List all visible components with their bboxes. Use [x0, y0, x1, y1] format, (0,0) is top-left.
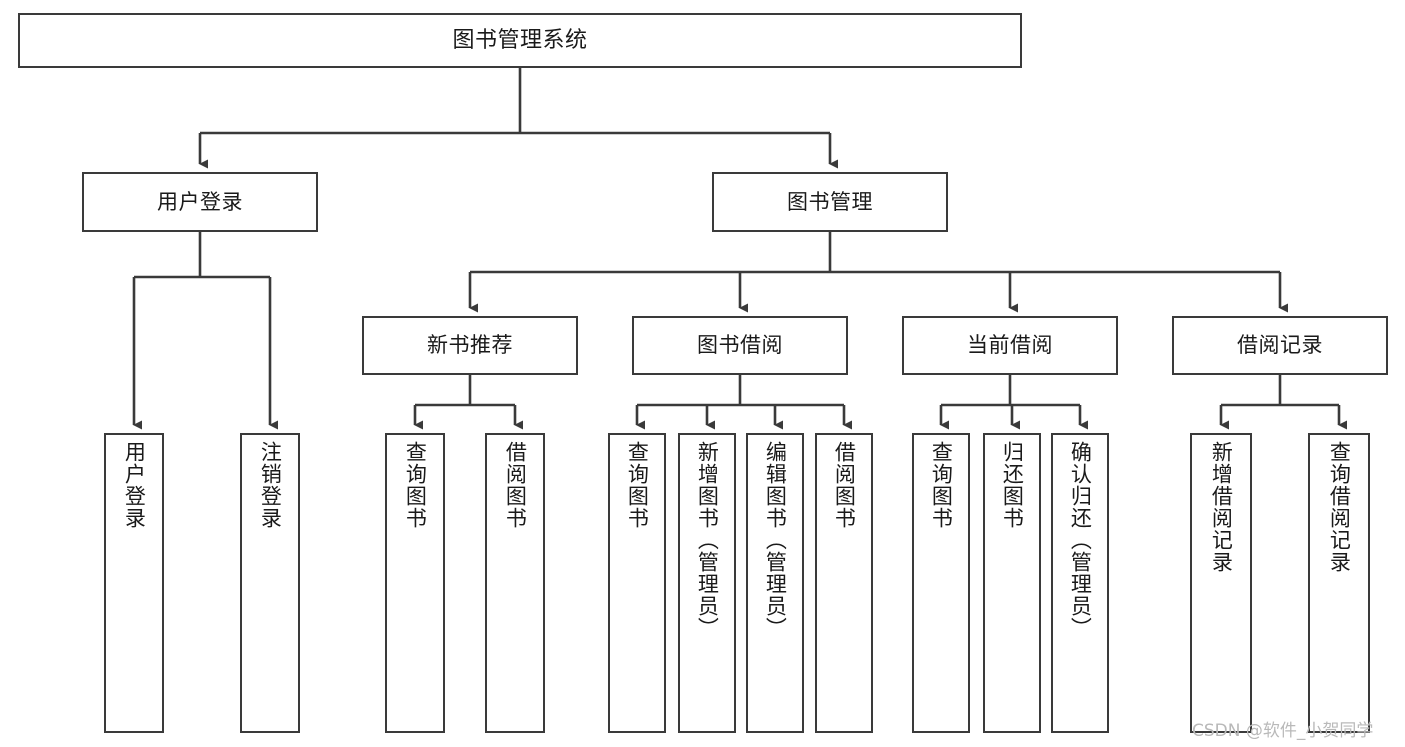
node-new-book-recommend-label: 新书推荐	[427, 333, 513, 358]
leaf-edit-book-admin-label: 编辑图书（管理员）	[763, 441, 788, 639]
leaf-query-book-current[interactable]: 查询图书	[912, 433, 970, 733]
csdn-watermark: CSDN @软件_小贺同学	[1192, 721, 1374, 741]
leaf-return-book-label: 归还图书	[1000, 441, 1025, 529]
leaf-return-book[interactable]: 归还图书	[983, 433, 1041, 733]
leaf-borrow-book-recommend-label: 借阅图书	[503, 441, 528, 529]
node-new-book-recommend[interactable]: 新书推荐	[362, 316, 578, 375]
leaf-query-book-borrow-label: 查询图书	[625, 441, 650, 529]
leaf-logout-label: 注销登录	[258, 441, 283, 529]
leaf-confirm-return-admin[interactable]: 确认归还（管理员）	[1051, 433, 1109, 733]
node-root-label: 图书管理系统	[452, 27, 588, 53]
node-book-borrow-label: 图书借阅	[697, 333, 783, 358]
node-current-borrow[interactable]: 当前借阅	[902, 316, 1118, 375]
leaf-add-book-admin[interactable]: 新增图书（管理员）	[678, 433, 736, 733]
leaf-query-book-current-label: 查询图书	[929, 441, 954, 529]
node-root[interactable]: 图书管理系统	[18, 13, 1022, 68]
leaf-confirm-return-admin-label: 确认归还（管理员）	[1068, 441, 1093, 639]
node-book-management-label: 图书管理	[787, 189, 873, 214]
leaf-borrow-book-label: 借阅图书	[832, 441, 857, 529]
leaf-logout[interactable]: 注销登录	[240, 433, 300, 733]
leaf-user-login[interactable]: 用户登录	[104, 433, 164, 733]
leaf-query-borrow-record-label: 查询借阅记录	[1327, 441, 1352, 573]
leaf-borrow-book[interactable]: 借阅图书	[815, 433, 873, 733]
leaf-query-book-recommend[interactable]: 查询图书	[385, 433, 445, 733]
leaf-query-book-borrow[interactable]: 查询图书	[608, 433, 666, 733]
leaf-query-borrow-record[interactable]: 查询借阅记录	[1308, 433, 1370, 733]
leaf-add-borrow-record[interactable]: 新增借阅记录	[1190, 433, 1252, 733]
leaf-user-login-label: 用户登录	[122, 441, 147, 529]
leaf-add-book-admin-label: 新增图书（管理员）	[695, 441, 720, 639]
node-borrow-record[interactable]: 借阅记录	[1172, 316, 1388, 375]
leaf-add-borrow-record-label: 新增借阅记录	[1209, 441, 1234, 573]
node-book-management[interactable]: 图书管理	[712, 172, 948, 232]
leaf-borrow-book-recommend[interactable]: 借阅图书	[485, 433, 545, 733]
node-user-login[interactable]: 用户登录	[82, 172, 318, 232]
node-current-borrow-label: 当前借阅	[967, 333, 1053, 358]
leaf-edit-book-admin[interactable]: 编辑图书（管理员）	[746, 433, 804, 733]
node-user-login-label: 用户登录	[157, 189, 243, 214]
node-book-borrow[interactable]: 图书借阅	[632, 316, 848, 375]
leaf-query-book-recommend-label: 查询图书	[403, 441, 428, 529]
node-borrow-record-label: 借阅记录	[1237, 333, 1323, 358]
